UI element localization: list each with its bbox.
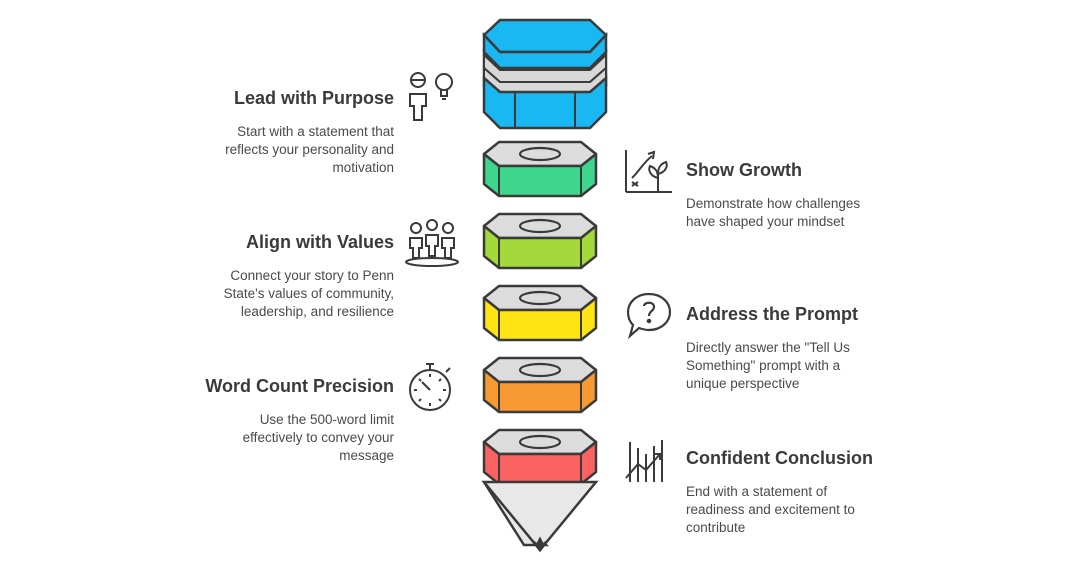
item-description: Use the 500-word limit effectively to co… bbox=[242, 412, 394, 463]
item-title: Lead with Purpose bbox=[233, 88, 394, 108]
item-description: Demonstrate how challenges have shaped y… bbox=[686, 196, 861, 229]
pencil-top-segment bbox=[482, 18, 608, 130]
person-lightbulb-icon bbox=[404, 70, 458, 124]
item-show-growth: Show Growth Demonstrate how challenges h… bbox=[686, 160, 906, 231]
pencil-tip bbox=[481, 480, 599, 553]
pencil-segment-conclusion bbox=[482, 428, 598, 486]
item-title: Word Count Precision bbox=[205, 376, 394, 396]
item-description: Directly answer the "Tell Us Something" … bbox=[686, 340, 850, 391]
plant-growth-icon bbox=[622, 142, 676, 196]
item-word-count-precision: Word Count Precision Use the 500-word li… bbox=[194, 376, 394, 465]
item-title: Align with Values bbox=[245, 232, 394, 252]
item-confident-conclusion: Confident Conclusion End with a statemen… bbox=[686, 448, 906, 537]
item-title: Confident Conclusion bbox=[686, 448, 873, 468]
stopwatch-icon bbox=[406, 360, 456, 414]
item-title: Show Growth bbox=[686, 160, 802, 180]
item-description: Connect your story to Penn State's value… bbox=[223, 268, 394, 319]
pencil-segment-growth bbox=[482, 140, 598, 198]
rising-chart-icon bbox=[620, 434, 676, 488]
pencil-segment-prompt bbox=[482, 284, 598, 342]
group-people-icon bbox=[404, 218, 460, 268]
pencil-segment-values bbox=[482, 212, 598, 270]
item-address-the-prompt: Address the Prompt Directly answer the "… bbox=[686, 304, 906, 393]
item-align-with-values: Align with Values Connect your story to … bbox=[194, 232, 394, 321]
pencil-segment-wordcount bbox=[482, 356, 598, 414]
question-bubble-icon bbox=[624, 290, 674, 340]
item-description: End with a statement of readiness and ex… bbox=[686, 484, 855, 535]
item-lead-with-purpose: Lead with Purpose Start with a statement… bbox=[194, 88, 394, 177]
item-description: Start with a statement that reflects you… bbox=[225, 124, 394, 175]
item-title: Address the Prompt bbox=[686, 304, 859, 324]
